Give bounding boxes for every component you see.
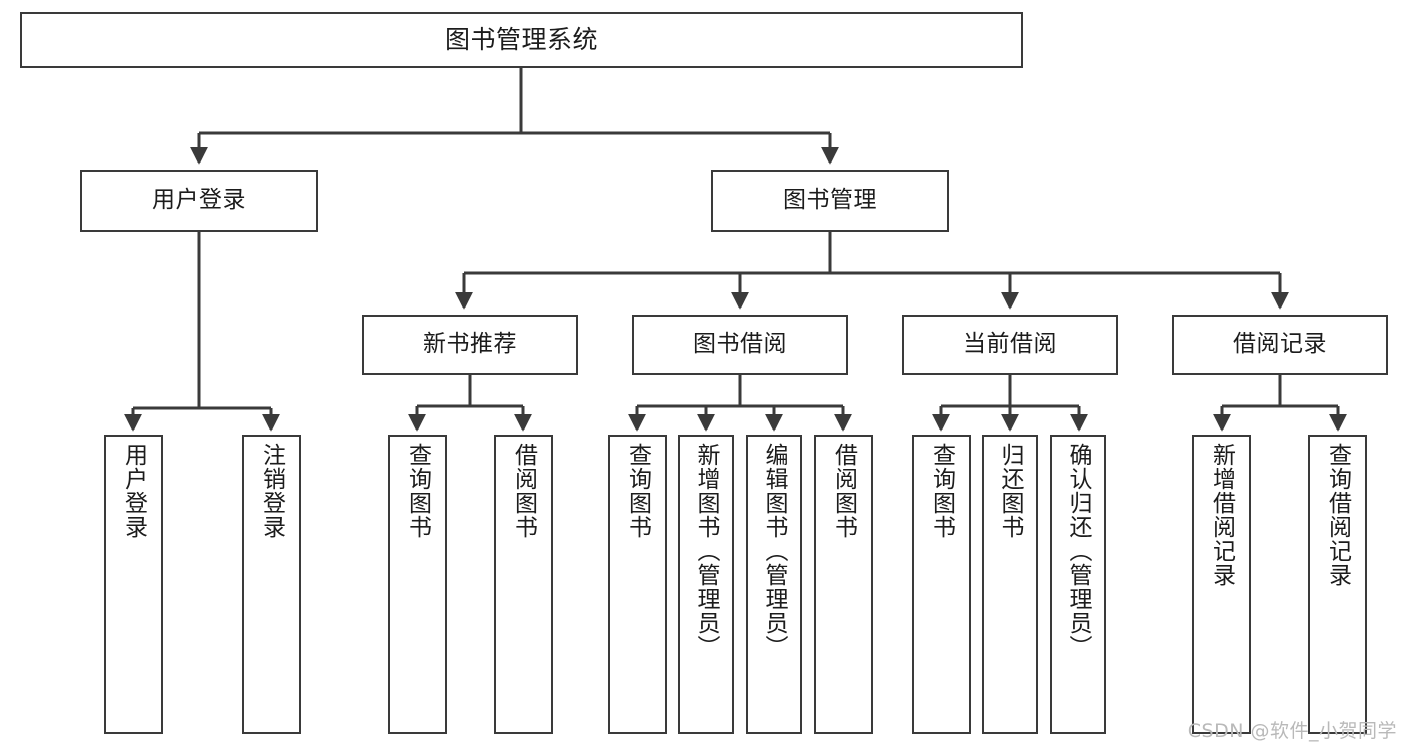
- node-label: 图书借阅: [693, 331, 787, 358]
- node-borrow-record[interactable]: 借阅记录: [1172, 315, 1388, 375]
- node-leaf-add-book[interactable]: 新增图书（管理员）: [678, 435, 734, 734]
- node-leaf-query-record[interactable]: 查询借阅记录: [1308, 435, 1367, 734]
- node-label: 归还图书: [997, 443, 1024, 539]
- node-label: 新书推荐: [423, 331, 517, 358]
- node-leaf-query-book-borrow[interactable]: 查询图书: [608, 435, 667, 734]
- node-label: 编辑图书（管理员）: [761, 443, 788, 659]
- node-label: 查询图书: [928, 443, 955, 539]
- node-label: 新增图书（管理员）: [693, 443, 720, 659]
- node-label: 借阅记录: [1233, 331, 1327, 358]
- node-label: 当前借阅: [963, 331, 1057, 358]
- node-root-system[interactable]: 图书管理系统: [20, 12, 1023, 68]
- node-leaf-borrow-book[interactable]: 借阅图书: [814, 435, 873, 734]
- node-label: 注销登录: [258, 443, 285, 539]
- node-label: 查询图书: [624, 443, 651, 539]
- node-leaf-return-book[interactable]: 归还图书: [982, 435, 1038, 734]
- node-leaf-add-record[interactable]: 新增借阅记录: [1192, 435, 1251, 734]
- node-label: 新增借阅记录: [1208, 443, 1235, 587]
- node-user-login[interactable]: 用户登录: [80, 170, 318, 232]
- node-leaf-confirm-return[interactable]: 确认归还（管理员）: [1050, 435, 1106, 734]
- node-label: 用户登录: [152, 187, 246, 214]
- node-leaf-user-login[interactable]: 用户登录: [104, 435, 163, 734]
- node-leaf-edit-book[interactable]: 编辑图书（管理员）: [746, 435, 802, 734]
- node-label: 查询图书: [404, 443, 431, 539]
- node-label: 图书管理: [783, 187, 877, 214]
- node-label: 借阅图书: [510, 443, 537, 539]
- node-leaf-query-book-current[interactable]: 查询图书: [912, 435, 971, 734]
- node-label: 确认归还（管理员）: [1065, 443, 1092, 659]
- node-label: 图书管理系统: [444, 25, 598, 55]
- node-leaf-logout[interactable]: 注销登录: [242, 435, 301, 734]
- node-leaf-query-book-rec[interactable]: 查询图书: [388, 435, 447, 734]
- node-book-manage[interactable]: 图书管理: [711, 170, 949, 232]
- node-leaf-borrow-book-rec[interactable]: 借阅图书: [494, 435, 553, 734]
- node-label: 查询借阅记录: [1324, 443, 1351, 587]
- csdn-watermark: CSDN @软件_小贺同学: [1187, 720, 1397, 742]
- node-new-book-recommend[interactable]: 新书推荐: [362, 315, 578, 375]
- node-book-borrow[interactable]: 图书借阅: [632, 315, 848, 375]
- node-current-borrow[interactable]: 当前借阅: [902, 315, 1118, 375]
- node-label: 用户登录: [120, 443, 147, 539]
- node-label: 借阅图书: [830, 443, 857, 539]
